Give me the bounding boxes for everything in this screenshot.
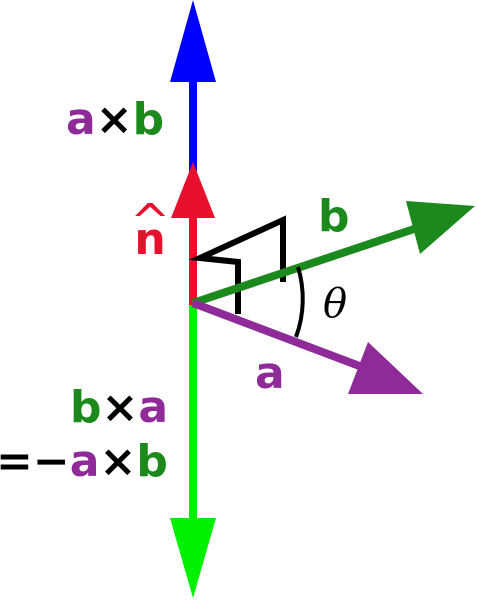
- label-negative-b: b: [136, 436, 168, 487]
- vector-b-shaft: [191, 223, 422, 307]
- right-angle-marker: [188, 215, 286, 314]
- label-n-hat-n: n: [134, 214, 166, 265]
- label-n-hat-hat: ^: [130, 194, 171, 250]
- label-n-hat: ^ n: [130, 198, 170, 262]
- label-minus: −: [32, 436, 70, 487]
- theta-arc: [294, 266, 305, 338]
- vector-a-shaft: [191, 299, 372, 374]
- vector-a-arrowhead: [348, 342, 423, 394]
- label-vector-a: a: [255, 348, 285, 399]
- label-vector-b: b: [318, 191, 350, 242]
- axb-vector-arrowhead: [170, 0, 216, 82]
- label-a-cross-b-b: b: [132, 94, 165, 145]
- vector-b-arrowhead: [406, 201, 475, 254]
- n-hat-vector-arrowhead: [171, 162, 215, 218]
- label-b-cross-a-a: a: [138, 382, 169, 433]
- label-b-cross-a-b: b: [70, 382, 102, 433]
- label-a-cross-b-times: ×: [95, 94, 133, 145]
- label-b-cross-a-times: ×: [101, 382, 139, 433]
- label-a-cross-b: a×b: [66, 98, 164, 142]
- label-b-cross-a: b×a: [70, 386, 168, 430]
- label-equals: =: [0, 436, 33, 487]
- label-negative-a: a: [69, 436, 100, 487]
- label-negative-a-cross-b: =−a×b: [0, 440, 168, 484]
- label-negative-times: ×: [99, 436, 137, 487]
- bxa-vector-arrowhead: [170, 518, 216, 598]
- label-theta: θ: [323, 281, 348, 327]
- label-a-cross-b-a: a: [66, 94, 96, 145]
